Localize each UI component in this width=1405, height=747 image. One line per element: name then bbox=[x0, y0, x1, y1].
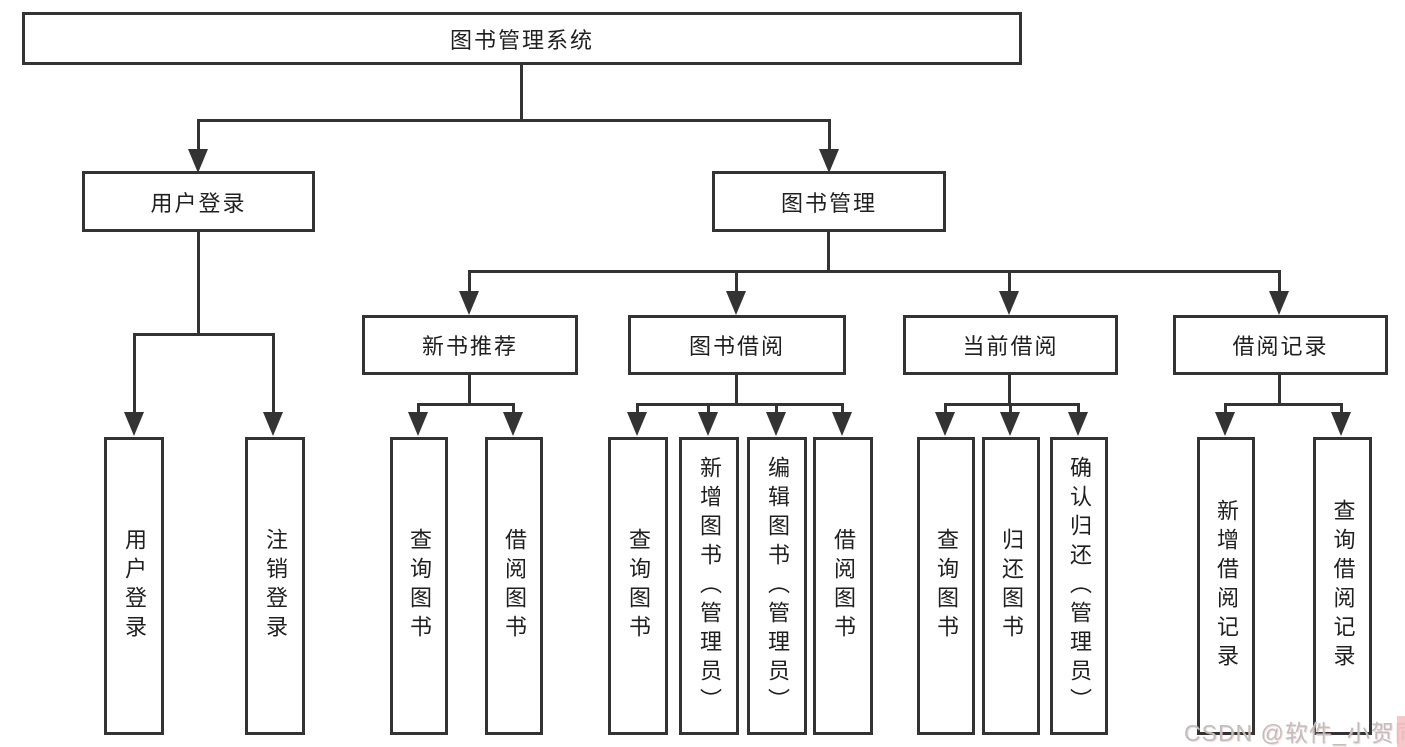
connector-arrow-shaft-bb4 bbox=[841, 403, 844, 415]
node-root-label: 图书管理系统 bbox=[449, 27, 594, 53]
leaf-nb-borrow-book: 借阅图书 bbox=[485, 437, 543, 735]
node-book-borrow: 图书借阅 bbox=[628, 315, 846, 375]
leaf-nb-query-book: 查询图书 bbox=[390, 437, 448, 735]
leaf-user-login-label: 用户登录 bbox=[122, 528, 147, 644]
leaf-rr-add-record-label: 新增借阅记录 bbox=[1214, 499, 1239, 673]
leaf-bb-borrow-book-label: 借阅图书 bbox=[831, 528, 856, 644]
arrowhead-bb4 bbox=[832, 412, 852, 436]
connector-arrow-shaft-rr2 bbox=[1340, 403, 1343, 415]
connector-arrow-shaft-newbook bbox=[468, 270, 471, 294]
connector-arrow-shaft-borrow bbox=[735, 270, 738, 294]
node-user-login-label: 用户登录 bbox=[150, 190, 247, 216]
leaf-bb-query-book-label: 查询图书 bbox=[626, 528, 651, 644]
node-borrow-records: 借阅记录 bbox=[1173, 315, 1388, 375]
connector-bookmgmt-rail bbox=[468, 270, 1281, 273]
arrowhead-newbook bbox=[459, 291, 479, 315]
node-book-management: 图书管理 bbox=[712, 171, 946, 232]
leaf-rr-query-record-label: 查询借阅记录 bbox=[1330, 499, 1356, 673]
connector-arrow-shaft-cb2 bbox=[1009, 403, 1012, 415]
leaf-bb-query-book: 查询图书 bbox=[608, 437, 668, 735]
connector-root-rail bbox=[197, 119, 831, 122]
leaf-bb-add-book-admin-label: 新增图书（管理员） bbox=[697, 455, 722, 717]
arrowhead-cb2 bbox=[1000, 412, 1020, 436]
arrowhead-rr1 bbox=[1215, 412, 1235, 436]
arrowhead-bb1 bbox=[627, 412, 647, 436]
connector-bookmgmt-stub bbox=[827, 232, 830, 273]
arrowhead-leaf-logout bbox=[263, 412, 283, 436]
connector-borrow-rail bbox=[636, 403, 844, 406]
node-borrow-records-label: 借阅记录 bbox=[1232, 334, 1329, 359]
connector-arrow-shaft-nb1 bbox=[417, 403, 420, 415]
leaf-nb-query-book-label: 查询图书 bbox=[407, 528, 432, 644]
leaf-rr-query-record: 查询借阅记录 bbox=[1313, 437, 1372, 735]
connector-login-rail bbox=[133, 333, 275, 336]
connector-newbook-stub bbox=[468, 375, 471, 406]
connector-arrow-shaft-leaf-logout bbox=[272, 333, 275, 413]
node-current-borrow-label: 当前借阅 bbox=[962, 334, 1059, 359]
arrowhead-nb1 bbox=[408, 412, 428, 436]
arrowhead-login bbox=[188, 149, 208, 173]
leaf-logout: 注销登录 bbox=[245, 437, 305, 735]
leaf-bb-add-book-admin: 新增图书（管理员） bbox=[679, 437, 739, 735]
arrowhead-cb1 bbox=[935, 412, 955, 436]
arrowhead-bookmgmt bbox=[819, 149, 839, 173]
connector-arrow-shaft-cb1 bbox=[944, 403, 947, 415]
leaf-logout-label: 注销登录 bbox=[263, 528, 288, 644]
arrowhead-current bbox=[999, 291, 1019, 315]
connector-records-stub bbox=[1278, 375, 1281, 406]
connector-current-stub bbox=[1008, 375, 1011, 406]
node-root: 图书管理系统 bbox=[22, 12, 1022, 65]
leaf-cb-confirm-return-admin: 确认归还（管理员） bbox=[1050, 437, 1108, 735]
csdn-watermark: CSDN @软件_小贺同学 bbox=[1184, 720, 1405, 746]
connector-login-stub bbox=[197, 232, 200, 336]
node-new-book-recommend-label: 新书推荐 bbox=[421, 334, 518, 359]
leaf-cb-return-book-label: 归还图书 bbox=[999, 528, 1024, 644]
arrowhead-borrow bbox=[726, 291, 746, 315]
leaf-cb-query-book-label: 查询图书 bbox=[934, 528, 959, 644]
node-book-borrow-label: 图书借阅 bbox=[688, 334, 785, 359]
connector-current-rail bbox=[944, 403, 1080, 406]
connector-arrow-shaft-rr1 bbox=[1224, 403, 1227, 415]
arrowhead-cb3 bbox=[1068, 412, 1088, 436]
arrowhead-bb3 bbox=[766, 412, 786, 436]
connector-arrow-shaft-bb3 bbox=[775, 403, 778, 415]
connector-records-rail bbox=[1224, 403, 1343, 406]
node-user-login: 用户登录 bbox=[82, 171, 315, 232]
connector-borrow-stub bbox=[735, 375, 738, 406]
arrowhead-nb2 bbox=[503, 412, 523, 436]
leaf-rr-add-record: 新增借阅记录 bbox=[1197, 437, 1255, 735]
connector-arrow-shaft-current bbox=[1008, 270, 1011, 294]
arrowhead-leaf-login bbox=[124, 412, 144, 436]
leaf-cb-return-book: 归还图书 bbox=[982, 437, 1040, 735]
leaf-bb-borrow-book: 借阅图书 bbox=[813, 437, 873, 735]
connector-arrow-shaft-cb3 bbox=[1077, 403, 1080, 415]
leaf-user-login: 用户登录 bbox=[104, 437, 164, 735]
connector-arrow-shaft-records bbox=[1278, 270, 1281, 294]
arrowhead-rr2 bbox=[1331, 412, 1351, 436]
node-current-borrow: 当前借阅 bbox=[903, 315, 1118, 375]
connector-arrow-shaft-leaf-login bbox=[133, 333, 136, 413]
connector-newbook-rail bbox=[417, 403, 515, 406]
connector-root-stub bbox=[520, 65, 523, 121]
leaf-cb-confirm-return-admin-label: 确认归还（管理员） bbox=[1067, 455, 1092, 717]
arrowhead-records bbox=[1269, 291, 1289, 315]
node-new-book-recommend: 新书推荐 bbox=[362, 315, 578, 375]
leaf-bb-edit-book-admin: 编辑图书（管理员） bbox=[747, 437, 807, 735]
connector-arrow-shaft-login bbox=[197, 119, 200, 152]
connector-arrow-shaft-bookmgmt bbox=[828, 119, 831, 152]
leaf-bb-edit-book-admin-label: 编辑图书（管理员） bbox=[765, 455, 790, 717]
connector-arrow-shaft-bb1 bbox=[636, 403, 639, 415]
arrowhead-bb2 bbox=[698, 412, 718, 436]
connector-arrow-shaft-nb2 bbox=[512, 403, 515, 415]
leaf-nb-borrow-book-label: 借阅图书 bbox=[502, 528, 527, 644]
connector-arrow-shaft-bb2 bbox=[707, 403, 710, 415]
watermark-accent-strip bbox=[1397, 716, 1405, 747]
node-book-management-label: 图书管理 bbox=[780, 190, 877, 216]
leaf-cb-query-book: 查询图书 bbox=[917, 437, 975, 735]
